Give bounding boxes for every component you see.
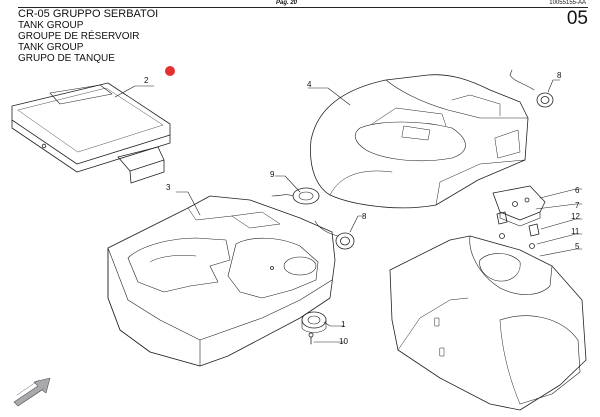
title-line: GRUPO DE TANQUE	[18, 53, 115, 64]
part-1-valve	[301, 311, 327, 333]
callout-6: 6	[575, 186, 580, 195]
callout-7: 7	[575, 201, 580, 210]
part-3-lower-tank	[107, 195, 336, 367]
red-dot-marker	[165, 66, 175, 76]
header-rule	[18, 7, 588, 8]
part-8-cap-top	[509, 69, 554, 108]
callout-12: 12	[571, 212, 580, 221]
title-line: TANK GROUP	[18, 42, 84, 53]
callout-10: 10	[339, 337, 348, 346]
page-label: Pag. 20	[276, 0, 298, 6]
callout-5: 5	[575, 242, 580, 251]
callout-9: 9	[270, 170, 275, 179]
callout-3: 3	[166, 183, 171, 192]
leader-lines	[114, 79, 583, 343]
title-line: TANK GROUP	[18, 20, 84, 31]
part-10-screw	[308, 332, 314, 345]
part-8-cap-mid	[314, 220, 355, 250]
part-9-filler-cap	[271, 187, 320, 205]
callout-8-mid: 8	[362, 212, 367, 221]
part-7-fitting	[496, 211, 540, 249]
callout-4: 4	[307, 80, 312, 89]
callout-1: 1	[341, 320, 346, 329]
callout-8-top: 8	[557, 71, 562, 80]
part-6-bracket	[492, 185, 546, 227]
part-4-top-housing	[310, 74, 529, 209]
callout-2: 2	[144, 76, 149, 85]
section-number: 05	[566, 8, 588, 29]
title-line: CR-05 GRUPPO SERBATOI	[18, 8, 159, 20]
title-line: GROUPE DE RÉSERVOIR	[18, 31, 140, 42]
title-block: CR-05 GRUPPO SERBATOI TANK GROUP GROUPE …	[18, 8, 159, 65]
part-5-rear-cover	[389, 235, 587, 411]
document-code: 10055155-AA	[549, 0, 586, 6]
direction-arrow-icon	[13, 377, 51, 407]
callout-11: 11	[571, 227, 580, 236]
part-2-lid-cover	[11, 82, 171, 184]
